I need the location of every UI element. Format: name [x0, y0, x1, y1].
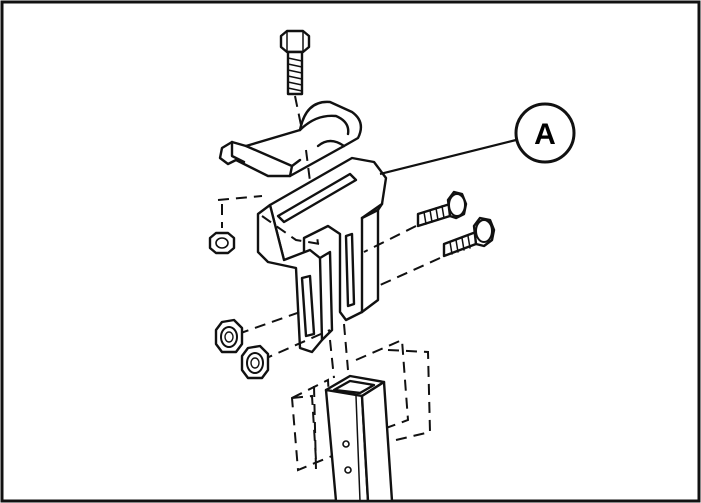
bracket-icon	[256, 156, 388, 354]
nut-guide-1	[237, 311, 301, 335]
callout-a: A	[514, 102, 576, 164]
nut-guide-2	[261, 329, 331, 361]
leg-guide-1	[329, 339, 335, 379]
side-bolt-icon	[416, 190, 468, 228]
leg-guide-2	[343, 323, 349, 371]
clamp-icon	[218, 100, 363, 178]
top-bolt-icon	[279, 29, 311, 96]
tube-icon	[324, 374, 394, 503]
upper-bolt-guide	[363, 225, 417, 253]
callout-label: A	[534, 118, 556, 151]
callout-leader	[379, 138, 517, 176]
side-bolt-icon	[442, 216, 496, 258]
nut-icon	[240, 344, 270, 380]
nut-icon	[214, 318, 244, 354]
left-nut-guide	[217, 195, 321, 245]
nut-icon	[208, 231, 236, 255]
lower-bolt-guide	[377, 257, 441, 287]
